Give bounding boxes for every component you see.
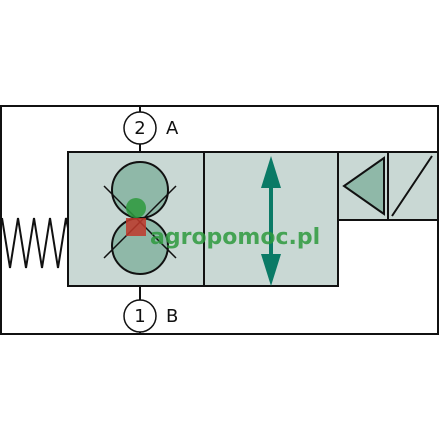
port-1-number: 1 xyxy=(134,306,145,327)
watermark-logo: agropomoc.pl xyxy=(126,198,320,250)
solenoid-triangle xyxy=(342,156,385,216)
port-a-letter: A xyxy=(166,118,179,139)
flow-arrow-head-down xyxy=(261,254,281,286)
port-2-number: 2 xyxy=(134,118,145,139)
port-b-letter: B xyxy=(166,306,178,327)
solenoid-coil-line xyxy=(391,155,433,217)
port-2-circle xyxy=(123,111,157,145)
port-1-circle xyxy=(123,299,157,333)
watermark-text: agropomoc.pl xyxy=(150,225,320,250)
return-spring xyxy=(1,217,69,269)
flow-arrow-head-up xyxy=(261,156,281,188)
